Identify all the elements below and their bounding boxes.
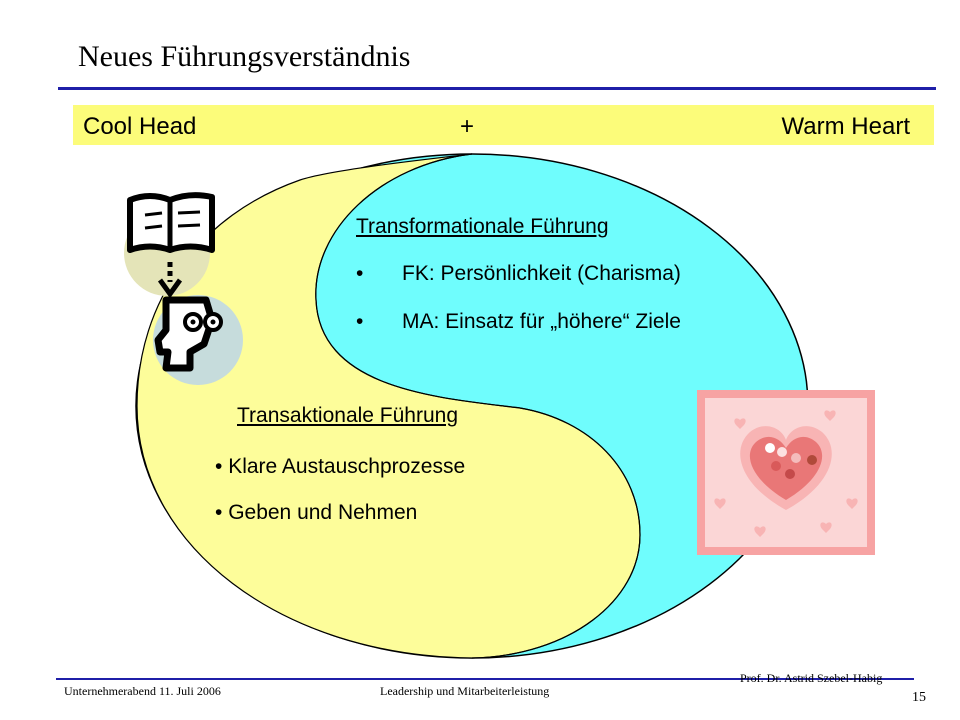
slide-title: Neues Führungsverständnis <box>78 40 411 73</box>
transactional-heading: Transaktionale Führung <box>237 404 459 427</box>
transactional-bullet-1: • Klare Austauschprozesse <box>215 455 465 479</box>
yin-yang-divider <box>315 153 641 659</box>
transformational-bullet-1-text: FK: Persönlichkeit (Charisma) <box>402 262 681 285</box>
book-icon <box>124 192 215 299</box>
footer-author: Prof. Dr. Astrid Szebel-Habig <box>740 671 883 685</box>
transformational-bullet-2-text: MA: Einsatz für „höhere“ Ziele <box>402 310 681 333</box>
page-number: 15 <box>912 690 926 705</box>
cool-head-warm-heart-banner: Cool Head + Warm Heart <box>73 105 934 145</box>
transactional-bullet-2-text: Geben und Nehmen <box>228 501 418 524</box>
transactional-bullet-1-text: Klare Austauschprozesse <box>228 455 466 478</box>
title-divider <box>58 87 936 90</box>
bullet-dot: • <box>356 310 364 333</box>
banner-left-label: Cool Head <box>83 113 197 140</box>
heart-card-icon <box>697 390 875 555</box>
head-thinking-icon <box>153 295 243 385</box>
footer-divider <box>56 678 914 680</box>
footer-topic: Leadership und Mitarbeiterleistung <box>380 684 550 698</box>
banner-plus-label: + <box>460 113 475 140</box>
bullet-dot: • <box>356 262 364 285</box>
bullet-dot: • <box>215 455 229 478</box>
bullet-dot: • <box>215 501 229 524</box>
transactional-bullet-2: • Geben und Nehmen <box>215 501 417 525</box>
banner-right-label: Warm Heart <box>781 113 910 140</box>
footer-event: Unternehmerabend 11. Juli 2006 <box>64 684 221 698</box>
transformational-heading: Transformationale Führung <box>356 215 609 238</box>
